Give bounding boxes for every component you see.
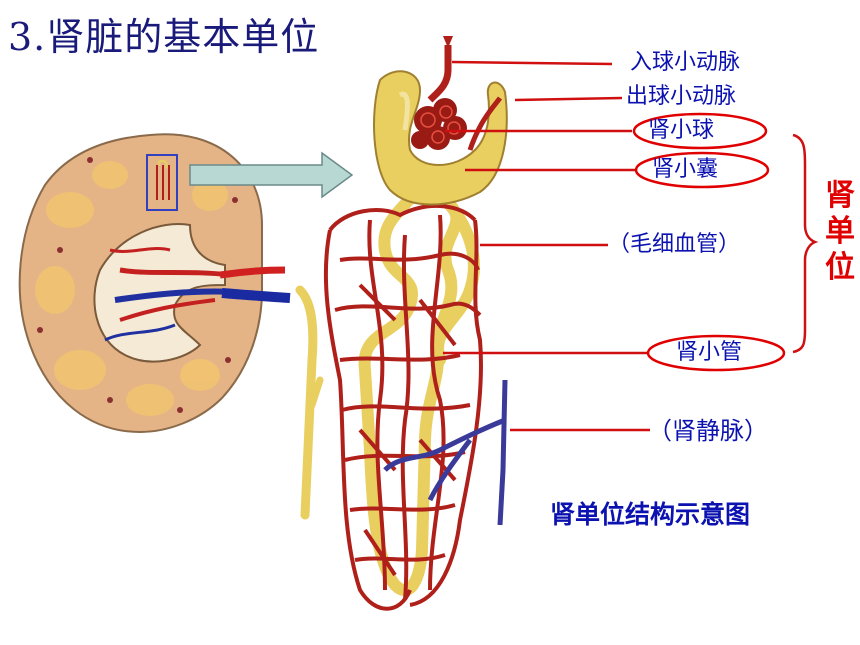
label-afferent-arteriole: 入球小动脉 xyxy=(630,50,741,75)
label-renal-tubule: 肾小管 xyxy=(676,340,743,365)
label-renal-vein: （肾静脉） xyxy=(648,417,768,445)
label-capillaries: （毛细血管） xyxy=(608,232,741,257)
ellipse-capsule xyxy=(634,151,770,189)
kidney-cross-section xyxy=(18,133,291,434)
nephron-bracket xyxy=(792,133,819,354)
nephron-unit-char: 肾 xyxy=(825,178,855,213)
pointer-lines xyxy=(443,60,650,432)
nephron-structure xyxy=(295,36,508,611)
nephron-unit-char: 位 xyxy=(825,250,855,285)
slide-title: 3.肾脏的基本单位 xyxy=(8,15,320,59)
label-glomerulus: 肾小球 xyxy=(648,118,715,143)
ellipse-glomerulus xyxy=(632,112,768,150)
pointer-afferent xyxy=(451,60,613,66)
diagram-caption: 肾单位结构示意图 xyxy=(550,500,751,529)
label-renal-capsule: 肾小囊 xyxy=(652,157,719,182)
nephron-unit-label: 肾 单 位 xyxy=(822,178,858,286)
pointer-efferent xyxy=(514,96,623,102)
zoom-arrow xyxy=(189,151,354,199)
label-efferent-arteriole: 出球小动脉 xyxy=(626,84,737,109)
ellipse-tubule xyxy=(646,334,786,372)
nephron-unit-char: 单 xyxy=(825,214,855,249)
glomerulus-tuft xyxy=(411,98,467,150)
